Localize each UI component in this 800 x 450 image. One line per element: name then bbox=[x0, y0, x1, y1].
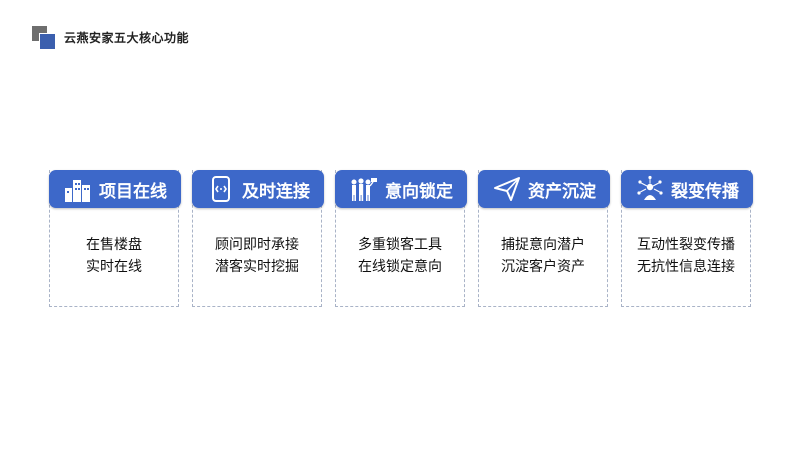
feature-card-header: 项目在线 bbox=[49, 170, 181, 208]
feature-card-description: 在售楼盘 实时在线 bbox=[50, 234, 178, 278]
feature-card-line: 实时在线 bbox=[86, 259, 142, 275]
feature-card-line: 在售楼盘 bbox=[86, 237, 142, 253]
paper-plane-icon bbox=[492, 174, 522, 204]
people-group-icon bbox=[349, 174, 379, 204]
feature-card-line: 潜客实时挖掘 bbox=[215, 259, 299, 275]
feature-card-description: 捕捉意向潜户 沉淀客户资产 bbox=[479, 234, 607, 278]
feature-card-description: 多重锁客工具 在线锁定意向 bbox=[336, 234, 464, 278]
feature-card-asset-accumulation: 资产沉淀 捕捉意向潜户 沉淀客户资产 bbox=[478, 170, 610, 307]
feature-card-header: 裂变传播 bbox=[621, 170, 753, 208]
feature-card-line: 顾问即时承接 bbox=[215, 237, 299, 253]
logo-squares-icon bbox=[32, 26, 56, 50]
feature-card-header: 意向锁定 bbox=[335, 170, 467, 208]
feature-card-description: 顾问即时承接 潜客实时挖掘 bbox=[193, 234, 321, 278]
feature-card-header: 资产沉淀 bbox=[478, 170, 610, 208]
feature-card-description: 互动性裂变传播 无抗性信息连接 bbox=[622, 234, 750, 278]
feature-card-intent-lock: 意向锁定 多重锁客工具 在线锁定意向 bbox=[335, 170, 467, 307]
feature-card-project-online: 项目在线 在售楼盘 实时在线 bbox=[49, 170, 181, 307]
phone-connect-icon bbox=[206, 174, 236, 204]
feature-card-title: 意向锁定 bbox=[385, 181, 453, 202]
page-title: 云燕安家五大核心功能 bbox=[64, 31, 190, 45]
feature-card-header: 及时连接 bbox=[192, 170, 324, 208]
feature-card-title: 项目在线 bbox=[99, 181, 167, 202]
feature-card-viral-spread: 裂变传播 互动性裂变传播 无抗性信息连接 bbox=[621, 170, 753, 307]
network-person-icon bbox=[635, 174, 665, 204]
feature-card-line: 捕捉意向潜户 bbox=[501, 237, 585, 253]
logo-square-blue bbox=[39, 33, 56, 50]
feature-card-line: 沉淀客户资产 bbox=[501, 259, 585, 275]
feature-card-line: 多重锁客工具 bbox=[358, 237, 442, 253]
feature-card-line: 在线锁定意向 bbox=[358, 259, 442, 275]
feature-card-instant-connect: 及时连接 顾问即时承接 潜客实时挖掘 bbox=[192, 170, 324, 307]
feature-card-line: 无抗性信息连接 bbox=[637, 259, 735, 275]
feature-card-title: 及时连接 bbox=[242, 181, 310, 202]
buildings-icon bbox=[63, 174, 93, 204]
feature-card-title: 裂变传播 bbox=[671, 181, 739, 202]
feature-card-line: 互动性裂变传播 bbox=[637, 237, 735, 253]
feature-card-title: 资产沉淀 bbox=[528, 181, 596, 202]
